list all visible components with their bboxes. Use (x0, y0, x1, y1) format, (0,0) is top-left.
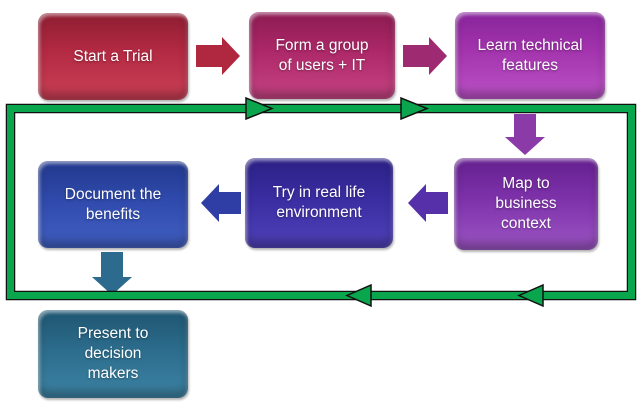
node-label: Present to decision makers (77, 325, 149, 382)
arrow-form-to-learn-icon (403, 37, 447, 75)
node-label: Document the benefits (64, 185, 162, 223)
node-label: Try in real life environment (272, 184, 366, 221)
loop-arrowhead-top-left-icon (245, 96, 275, 121)
arrow-map-to-try-icon (408, 184, 448, 222)
node-learn-technical-features: Learn technical features (455, 12, 605, 99)
feedback-loop-line (7, 105, 635, 299)
loop-arrowhead-top-right-icon (400, 96, 430, 121)
node-document-the-benefits: Document the benefits (38, 161, 188, 248)
arrow-start-to-form-icon (196, 37, 240, 75)
node-map-to-business-context: Map to business context (454, 158, 598, 250)
node-label: Form a group of users + IT (275, 36, 369, 74)
loop-arrowhead-bottom-right-icon (517, 283, 544, 308)
node-label: Start a Trial (73, 47, 153, 65)
node-try-in-real-life: Try in real life environment (245, 158, 393, 248)
node-present-to-decision-makers: Present to decision makers (38, 310, 188, 398)
node-label: Map to business context (495, 175, 557, 232)
node-start-a-trial: Start a Trial (38, 13, 188, 100)
loop-arrowhead-bottom-left-icon (345, 283, 372, 308)
arrow-try-to-document-icon (201, 184, 241, 222)
arrow-document-to-present-icon (92, 252, 132, 295)
node-label: Learn technical features (477, 36, 583, 74)
arrow-learn-to-map-icon (505, 114, 545, 155)
node-form-a-group: Form a group of users + IT (249, 12, 395, 99)
